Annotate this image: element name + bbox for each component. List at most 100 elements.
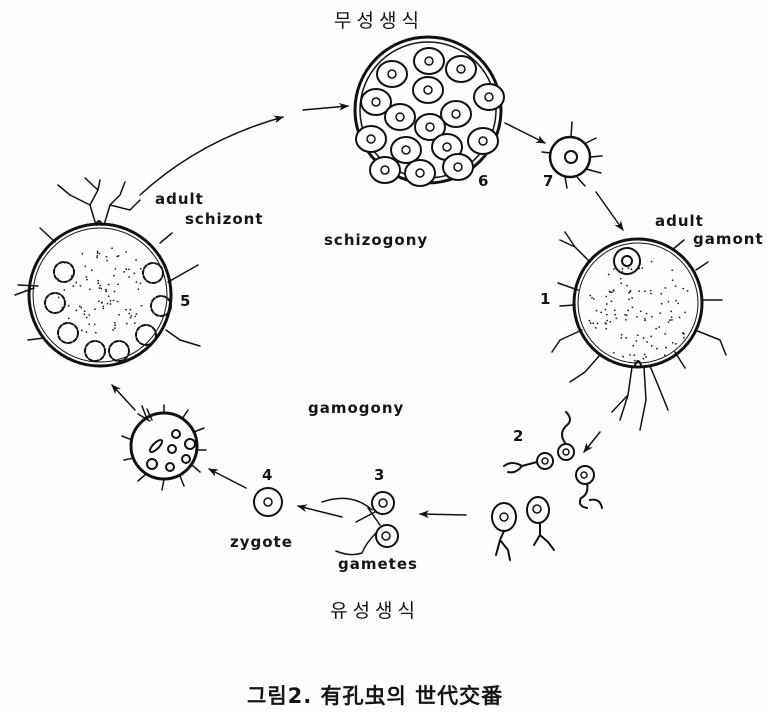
stipple-dot (67, 317, 70, 320)
stipple-dot (75, 309, 78, 312)
stipple-dot (613, 309, 616, 312)
stage-number-3: 3 (374, 466, 385, 484)
stipple-dot (624, 318, 627, 321)
stipple-dot (630, 268, 633, 271)
arrow-4-to-young (208, 468, 247, 489)
stipple-dot (90, 269, 93, 272)
stipple-dot (620, 336, 623, 339)
stipple-dot (642, 337, 645, 339)
stipple-dot (105, 288, 107, 291)
stipple-dot (650, 260, 653, 263)
stipple-dot (644, 317, 646, 320)
stipple-dot (85, 275, 88, 278)
stipple-dot (113, 290, 116, 293)
stipple-dot (106, 259, 108, 262)
stipple-dot (660, 292, 663, 295)
stipple-dot (125, 268, 128, 271)
stipple-dot (80, 329, 83, 332)
daughter-cell (467, 127, 499, 155)
stipple-dot (638, 290, 641, 293)
stipple-dot (596, 322, 599, 325)
stage-number-2: 2 (513, 427, 524, 445)
stipple-dot (129, 308, 132, 311)
stipple-dot (109, 303, 112, 305)
stipple-dot (96, 252, 99, 254)
stipple-dot (592, 322, 595, 325)
stipple-dot (635, 340, 638, 342)
stipple-dot (114, 268, 117, 270)
stipple-dot (102, 305, 105, 308)
stipple-dot (134, 315, 137, 318)
stipple-dot (591, 296, 593, 299)
stipple-dot (140, 304, 143, 307)
stipple-dot (133, 322, 136, 324)
stipple-dot (615, 317, 618, 320)
stipple-dot (632, 344, 635, 347)
stipple-dot (100, 287, 103, 290)
stipple-dot (650, 292, 652, 295)
stipple-dot (646, 340, 648, 343)
stipple-dot (644, 319, 647, 322)
stipple-dot (137, 288, 140, 291)
arrow-5-to-6 (139, 115, 284, 196)
stipple-dot (117, 254, 120, 257)
stipple-dot (626, 284, 628, 287)
stipple-dot (608, 290, 611, 293)
stipple-dot (139, 282, 142, 285)
stipple-dot (107, 283, 110, 286)
stipple-dot (113, 321, 116, 324)
stipple-dot (98, 252, 101, 255)
label-adult-gamont-line1: adult (655, 212, 704, 230)
stipple-dot (628, 291, 630, 294)
stipple-dot (58, 292, 61, 295)
stipple-dot (57, 296, 60, 299)
stipple-dot (125, 308, 127, 311)
stipple-dot (139, 267, 142, 270)
stipple-dot (89, 288, 91, 291)
stipple-dot (63, 289, 66, 291)
daughter-cell (445, 55, 477, 83)
label-zygote: zygote (230, 533, 293, 551)
stipple-dot (67, 304, 70, 307)
stipple-dot (111, 247, 113, 250)
young-schizont (121, 404, 207, 491)
stipple-dot (97, 279, 100, 282)
stipple-dot (78, 305, 81, 308)
stipple-dot (129, 316, 132, 319)
stipple-dot (669, 319, 671, 321)
daughter-cell (390, 136, 422, 164)
stipple-dot (101, 301, 103, 304)
stipple-dot (655, 327, 658, 330)
stipple-dot (663, 354, 666, 357)
stipple-dot (135, 259, 137, 262)
stipple-dot (645, 356, 647, 358)
arrow-7-to-1 (595, 191, 624, 231)
stipple-dot (80, 306, 83, 309)
daughter-cell (440, 100, 472, 128)
stipple-dot (589, 294, 592, 297)
stipple-dot (94, 331, 97, 334)
stipple-dot (605, 313, 608, 316)
stipple-dot (677, 302, 680, 305)
stipple-dot (612, 290, 615, 292)
stipple-dot (117, 283, 120, 286)
stipple-dot (96, 256, 98, 259)
daughter-cell (473, 83, 505, 111)
stipple-dot (631, 306, 634, 309)
stipple-dot (606, 319, 609, 322)
stipple-dot (75, 281, 78, 284)
daughter-cell (384, 103, 416, 131)
stipple-dot (57, 277, 59, 280)
stipple-dot (133, 272, 136, 275)
stipple-dot (639, 310, 642, 313)
stipple-dot (675, 299, 677, 302)
stipple-dot (595, 309, 598, 312)
stipple-dot (682, 287, 685, 290)
daughter-cell (376, 60, 408, 88)
title-asexual-reproduction: 무성생식 (334, 10, 424, 32)
figure-caption: 그림2. 有孔虫의 世代交番 (247, 684, 504, 708)
stage-4-zygote (253, 487, 283, 517)
stipple-dot (79, 284, 82, 287)
stipple-dot (88, 313, 91, 316)
